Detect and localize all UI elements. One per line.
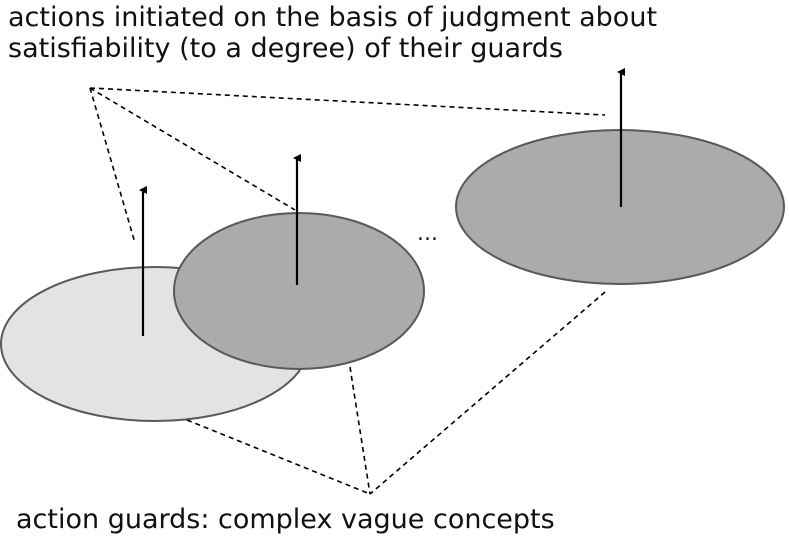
more-guards-ellipsis: ... — [417, 221, 438, 246]
top-dashed-line-1 — [89, 87, 136, 244]
bottom-dashed-line-2 — [349, 366, 371, 495]
top-dashed-line-3 — [89, 87, 606, 116]
actions-caption-line-2: satisfiability (to a degree) of their gu… — [8, 33, 563, 64]
top-dashed-line-2 — [89, 87, 296, 211]
bottom-dashed-lines — [186, 291, 606, 495]
actions-caption-line-1: actions initiated on the basis of judgme… — [8, 2, 658, 33]
top-dashed-lines — [89, 87, 606, 244]
action-guards-caption: action guards: complex vague concepts — [16, 504, 555, 535]
actions-caption: actions initiated on the basis of judgme… — [8, 2, 657, 64]
guard-ellipse-middle — [173, 212, 425, 370]
bottom-dashed-line-3 — [369, 291, 606, 495]
bottom-dashed-line-1 — [186, 419, 371, 495]
